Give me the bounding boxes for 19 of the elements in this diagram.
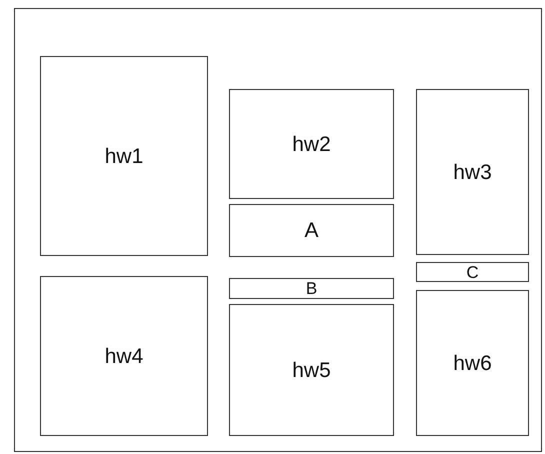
hardware-block (40, 56, 208, 256)
hardware-block (229, 278, 394, 299)
block-label: C (466, 264, 479, 280)
hardware-block (229, 304, 394, 436)
block-label: hw1 (104, 146, 144, 166)
hardware-block (416, 262, 529, 282)
layout-frame (14, 8, 542, 452)
hardware-block (416, 89, 529, 255)
hardware-block (40, 276, 208, 436)
hardware-block (229, 204, 394, 257)
block-label: hw5 (292, 360, 331, 380)
hardware-block (416, 290, 529, 436)
block-label: hw4 (104, 346, 144, 366)
block-label: B (306, 280, 318, 297)
block-label: hw3 (453, 162, 492, 182)
block-label: hw2 (292, 134, 331, 154)
block-label: A (304, 220, 318, 241)
block-label: hw6 (453, 352, 492, 374)
hardware-block (229, 89, 394, 199)
